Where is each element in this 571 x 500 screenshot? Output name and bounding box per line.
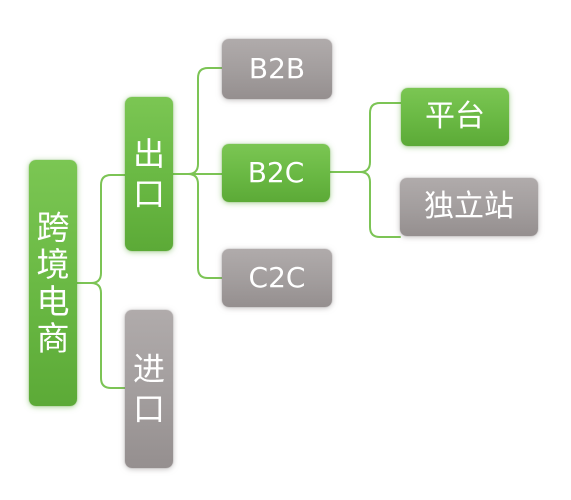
connector-b2c-to-standalone [359, 171, 401, 238]
root-node-char: 电 [36, 282, 70, 321]
node-b2b-label: B2B [248, 52, 306, 85]
connector-b2c-to-platform [329, 102, 402, 173]
connector-root-to-import [90, 282, 126, 389]
node-c2c: C2C [222, 249, 332, 307]
node-platform-label: 平台 [425, 99, 485, 134]
node-b2c-label: B2C [247, 156, 305, 189]
connector-export-to-c2c [187, 173, 223, 279]
node-b2c: B2C [222, 144, 330, 202]
node-standalone-site-label: 独立站 [424, 189, 514, 224]
root-node-char: 商 [36, 319, 70, 358]
connector-root-to-export [76, 174, 126, 284]
root-node-char: 跨 [36, 208, 70, 247]
branch-node-export: 出 口 [125, 97, 173, 251]
node-platform: 平台 [401, 88, 509, 146]
branch-node-import: 进 口 [125, 310, 173, 468]
root-node-char: 境 [36, 245, 70, 284]
branch-node-char: 进 [132, 350, 165, 388]
branch-node-char: 口 [132, 390, 165, 428]
branch-node-char: 口 [132, 175, 165, 213]
node-b2b: B2B [222, 39, 332, 99]
node-c2c-label: C2C [248, 261, 306, 294]
root-node-cross-border-ecommerce: 跨 境 电 商 [29, 160, 77, 406]
node-standalone-site: 独立站 [400, 178, 538, 236]
branch-node-char: 出 [132, 135, 165, 173]
connector-export-to-b2b [172, 67, 223, 175]
